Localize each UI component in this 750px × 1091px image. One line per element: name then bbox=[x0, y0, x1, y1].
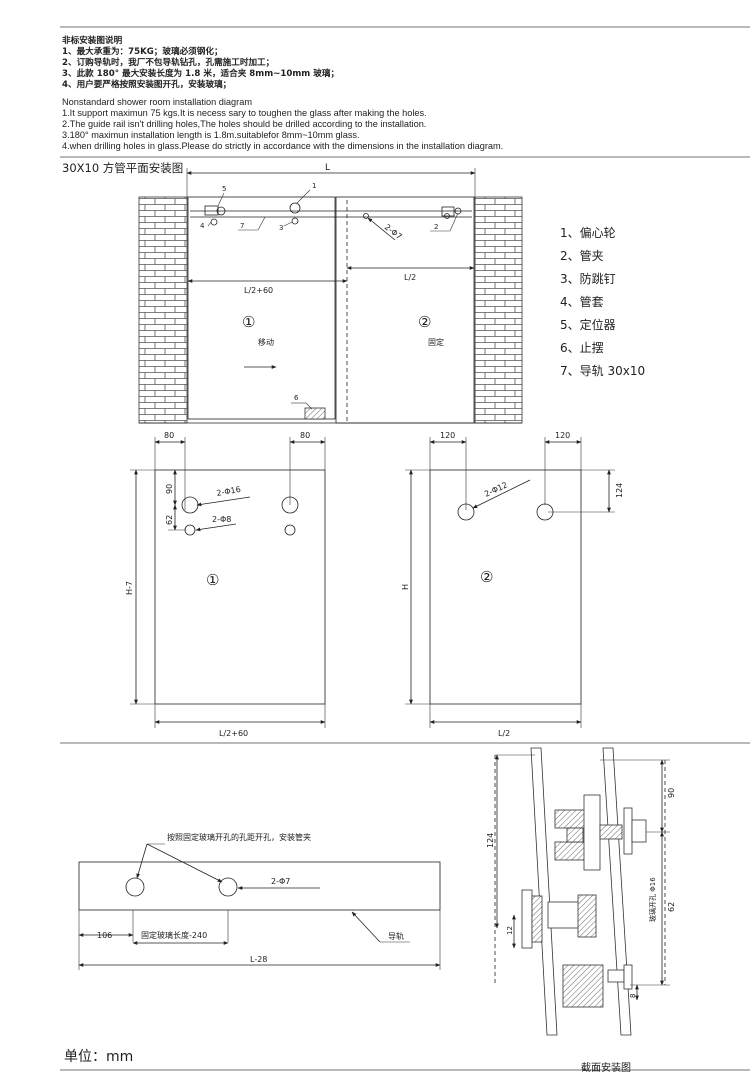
g2-width: L/2 bbox=[498, 729, 510, 738]
moving-glass-plan bbox=[187, 196, 336, 420]
stopper-block bbox=[304, 407, 326, 420]
rail-hole-right bbox=[218, 877, 238, 897]
rail-hole-label: 2-Φ7 bbox=[271, 877, 290, 886]
unit-label: 单位：mm bbox=[64, 1049, 134, 1065]
notes-cn-title: 非标安装图说明 bbox=[62, 36, 123, 46]
g2-height: H bbox=[401, 584, 410, 590]
g1-dim-top-left: 80 bbox=[164, 431, 174, 440]
g2-dim-top-right: 120 bbox=[555, 431, 570, 440]
rail-note: 按照固定玻璃开孔的孔距开孔，安装管夹 bbox=[167, 832, 311, 842]
section-dim-90: 90 bbox=[667, 788, 676, 798]
callout-6: 6 bbox=[294, 394, 299, 402]
dim-L: L bbox=[325, 163, 330, 173]
g1-hole-8-right bbox=[284, 524, 296, 536]
notes-cn-line-2: 2、订购导轨时，我厂不包导轨钻孔，孔需施工时加工； bbox=[62, 58, 275, 68]
notes-en-line-1: 1.It support maximun 75 kgs.It is necess… bbox=[62, 108, 427, 118]
callout-3: 3 bbox=[279, 224, 283, 232]
g2-hole-left bbox=[457, 503, 475, 521]
dim-left-half: L/2+60 bbox=[244, 286, 273, 295]
notes-cn-line-1: 1、最大承重为：75KG；玻璃必须钢化； bbox=[62, 47, 223, 57]
legend-item-3: 3、防跳钉 bbox=[560, 272, 616, 286]
g1-dim-62: 62 bbox=[165, 515, 174, 525]
rail-drilling-drawing: 按照固定玻璃开孔的孔距开孔，安装管夹 2-Φ7 106 固定玻璃长度-240 L… bbox=[78, 832, 441, 970]
g1-dim-top-right: 80 bbox=[300, 431, 310, 440]
notes-en-line-4: 4.when drilling holes in glass.Please do… bbox=[62, 141, 504, 151]
parts-legend: 1、偏心轮 2、管夹 3、防跳钉 4、管套 5、定位器 6、止摆 7、导轨 30… bbox=[560, 222, 645, 383]
glass-panel-1 bbox=[154, 469, 326, 705]
g1-hole-16-right bbox=[281, 496, 299, 514]
callout-7: 7 bbox=[240, 222, 244, 230]
rail-dim-fixed-glass: 固定玻璃长度-240 bbox=[141, 930, 207, 940]
section-dim-62: 62 bbox=[667, 902, 676, 912]
legend-item-5: 5、定位器 bbox=[560, 318, 616, 332]
guide-rail-bar bbox=[78, 861, 441, 911]
section-title: 截面安装图 bbox=[581, 1063, 631, 1074]
section-glass-hole: 玻璃开孔 Φ16 bbox=[648, 877, 657, 922]
right-brick-wall bbox=[474, 196, 523, 424]
plan-title: 30X10 方管平面安装图 bbox=[62, 161, 184, 175]
g1-height: H-7 bbox=[125, 581, 134, 595]
panel1-label-moving: 移动 bbox=[258, 337, 274, 347]
section-dim-12: 12 bbox=[506, 926, 514, 935]
rail-label: 导轨 bbox=[388, 931, 404, 941]
notes-cn-line-4: 4、用户要严格按照安装图开孔，安装玻璃； bbox=[62, 80, 232, 90]
left-brick-wall bbox=[138, 196, 188, 424]
legend-item-2: 2、管夹 bbox=[560, 249, 604, 263]
panel2-number: ② bbox=[418, 313, 431, 331]
g2-number: ② bbox=[480, 568, 493, 586]
g2-dim-124: 124 bbox=[615, 483, 624, 498]
plan-view: L 1 5 4 7 3 2 2-Φ7 L/2+ bbox=[138, 163, 523, 424]
g1-hole-small-label: 2-Φ8 bbox=[212, 515, 231, 524]
notes-cn-line-3: 3、此款 180° 最大安装长度为 1.8 米，适合夹 8mm~10mm 玻璃； bbox=[62, 69, 340, 79]
legend-item-4: 4、管套 bbox=[560, 295, 604, 309]
callout-1: 1 bbox=[312, 182, 316, 190]
callout-4: 4 bbox=[200, 222, 205, 230]
glass-panel-2 bbox=[429, 469, 582, 705]
g2-hole-right bbox=[536, 503, 554, 521]
g1-width: L/2+60 bbox=[219, 729, 248, 738]
fixed-glass-plan bbox=[335, 196, 475, 424]
g1-number: ① bbox=[206, 571, 219, 589]
g2-dim-top-left: 120 bbox=[440, 431, 455, 440]
section-dim-8: 8 bbox=[629, 994, 637, 998]
g1-dim-90: 90 bbox=[165, 484, 174, 494]
g1-hole-8-left bbox=[184, 524, 196, 536]
section-dim-124: 124 bbox=[486, 833, 495, 848]
legend-item-7: 7、导轨 30x10 bbox=[560, 364, 646, 378]
panel1-number: ① bbox=[242, 313, 255, 331]
g2-hole-label: 2-Φ12 bbox=[483, 480, 509, 498]
callout-2: 2 bbox=[434, 223, 438, 231]
g1-hole-big-label: 2-Φ16 bbox=[216, 485, 242, 498]
rail-dim-106: 106 bbox=[97, 931, 112, 940]
g1-hole-16-left bbox=[181, 496, 199, 514]
legend-item-1: 1、偏心轮 bbox=[560, 226, 616, 240]
rail-hole-left bbox=[125, 877, 145, 897]
glass-panel-2-drawing: 120 120 124 2-Φ12 ② H L/2 bbox=[401, 431, 624, 738]
panel2-label-fixed: 固定 bbox=[428, 337, 444, 347]
dim-right-half: L/2 bbox=[404, 273, 416, 282]
glass-panel-1-drawing: 80 80 90 62 2-Φ16 2-Φ8 ① H-7 L/2+60 bbox=[125, 431, 326, 738]
notes-en-title: Nonstandard shower room installation dia… bbox=[62, 97, 252, 107]
legend-item-6: 6、止摆 bbox=[560, 341, 604, 355]
callout-5: 5 bbox=[222, 185, 226, 193]
installation-notes: 非标安装图说明 1、最大承重为：75KG；玻璃必须钢化； 2、订购导轨时，我厂不… bbox=[62, 36, 503, 152]
cross-section-drawing: 124 90 62 玻璃开孔 Φ16 12 8 bbox=[486, 747, 676, 1036]
rail-dim-total: L-28 bbox=[250, 955, 267, 964]
notes-en-line-3: 3.180° maximun installation length is 1.… bbox=[62, 130, 360, 140]
notes-en-line-2: 2.The guide rail isn't drilling holes,Th… bbox=[62, 119, 427, 129]
